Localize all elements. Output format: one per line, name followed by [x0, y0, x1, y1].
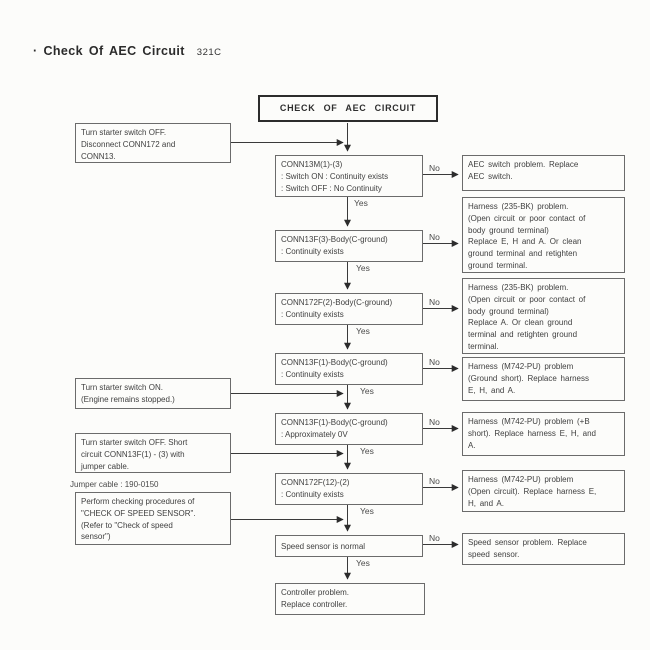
- decision-node-4: CONN13F(1)-Body(C-ground) : Continuity e…: [275, 353, 423, 385]
- result-node-4: Harness (M742-PU) problem (Ground short)…: [462, 357, 625, 401]
- yes-label: Yes: [356, 326, 370, 336]
- end-node: Controller problem. Replace controller.: [275, 583, 425, 615]
- result-node-5: Harness (M742-PU) problem (+B short). Re…: [462, 412, 625, 456]
- result-node-2: Harness (235-BK) problem. (Open circuit …: [462, 197, 625, 273]
- page-title: · Check Of AEC Circuit 321C: [33, 44, 222, 58]
- jumper-cable-note: Jumper cable : 190-0150: [70, 480, 159, 489]
- no-label: No: [429, 476, 440, 486]
- no-label: No: [429, 417, 440, 427]
- note-node-3: Turn starter switch OFF. Short circuit C…: [75, 433, 231, 473]
- section-code: 321C: [196, 47, 222, 58]
- no-label: No: [429, 533, 440, 543]
- yes-label: Yes: [356, 558, 370, 568]
- result-node-1: AEC switch problem. Replace AEC switch.: [462, 155, 625, 191]
- yes-label: Yes: [356, 263, 370, 273]
- no-label: No: [429, 357, 440, 367]
- no-label: No: [429, 297, 440, 307]
- no-label: No: [429, 232, 440, 242]
- note-node-4: Perform checking procedures of "CHECK OF…: [75, 492, 231, 545]
- result-node-3: Harness (235-BK) problem. (Open circuit …: [462, 278, 625, 354]
- start-node: CHECK OF AEC CIRCUIT: [258, 95, 438, 122]
- decision-node-7: Speed sensor is normal: [275, 535, 423, 557]
- yes-label: Yes: [354, 198, 368, 208]
- result-node-6: Harness (M742-PU) problem (Open circuit)…: [462, 470, 625, 512]
- yes-label: Yes: [360, 506, 374, 516]
- title-text: Check Of AEC Circuit: [43, 44, 185, 58]
- yes-label: Yes: [360, 386, 374, 396]
- decision-node-2: CONN13F(3)-Body(C-ground) : Continuity e…: [275, 230, 423, 262]
- note-node-1: Turn starter switch OFF. Disconnect CONN…: [75, 123, 231, 163]
- no-label: No: [429, 163, 440, 173]
- note-node-2: Turn starter switch ON. (Engine remains …: [75, 378, 231, 409]
- decision-node-5: CONN13F(1)-Body(C-ground) : Approximatel…: [275, 413, 423, 445]
- result-node-7: Speed sensor problem. Replace speed sens…: [462, 533, 625, 565]
- decision-node-1: CONN13M(1)-(3) : Switch ON : Continuity …: [275, 155, 423, 197]
- yes-label: Yes: [360, 446, 374, 456]
- title-bullet: ·: [33, 44, 38, 58]
- decision-node-3: CONN172F(2)-Body(C-ground) : Continuity …: [275, 293, 423, 325]
- decision-node-6: CONN172F(12)-(2) : Continuity exists: [275, 473, 423, 505]
